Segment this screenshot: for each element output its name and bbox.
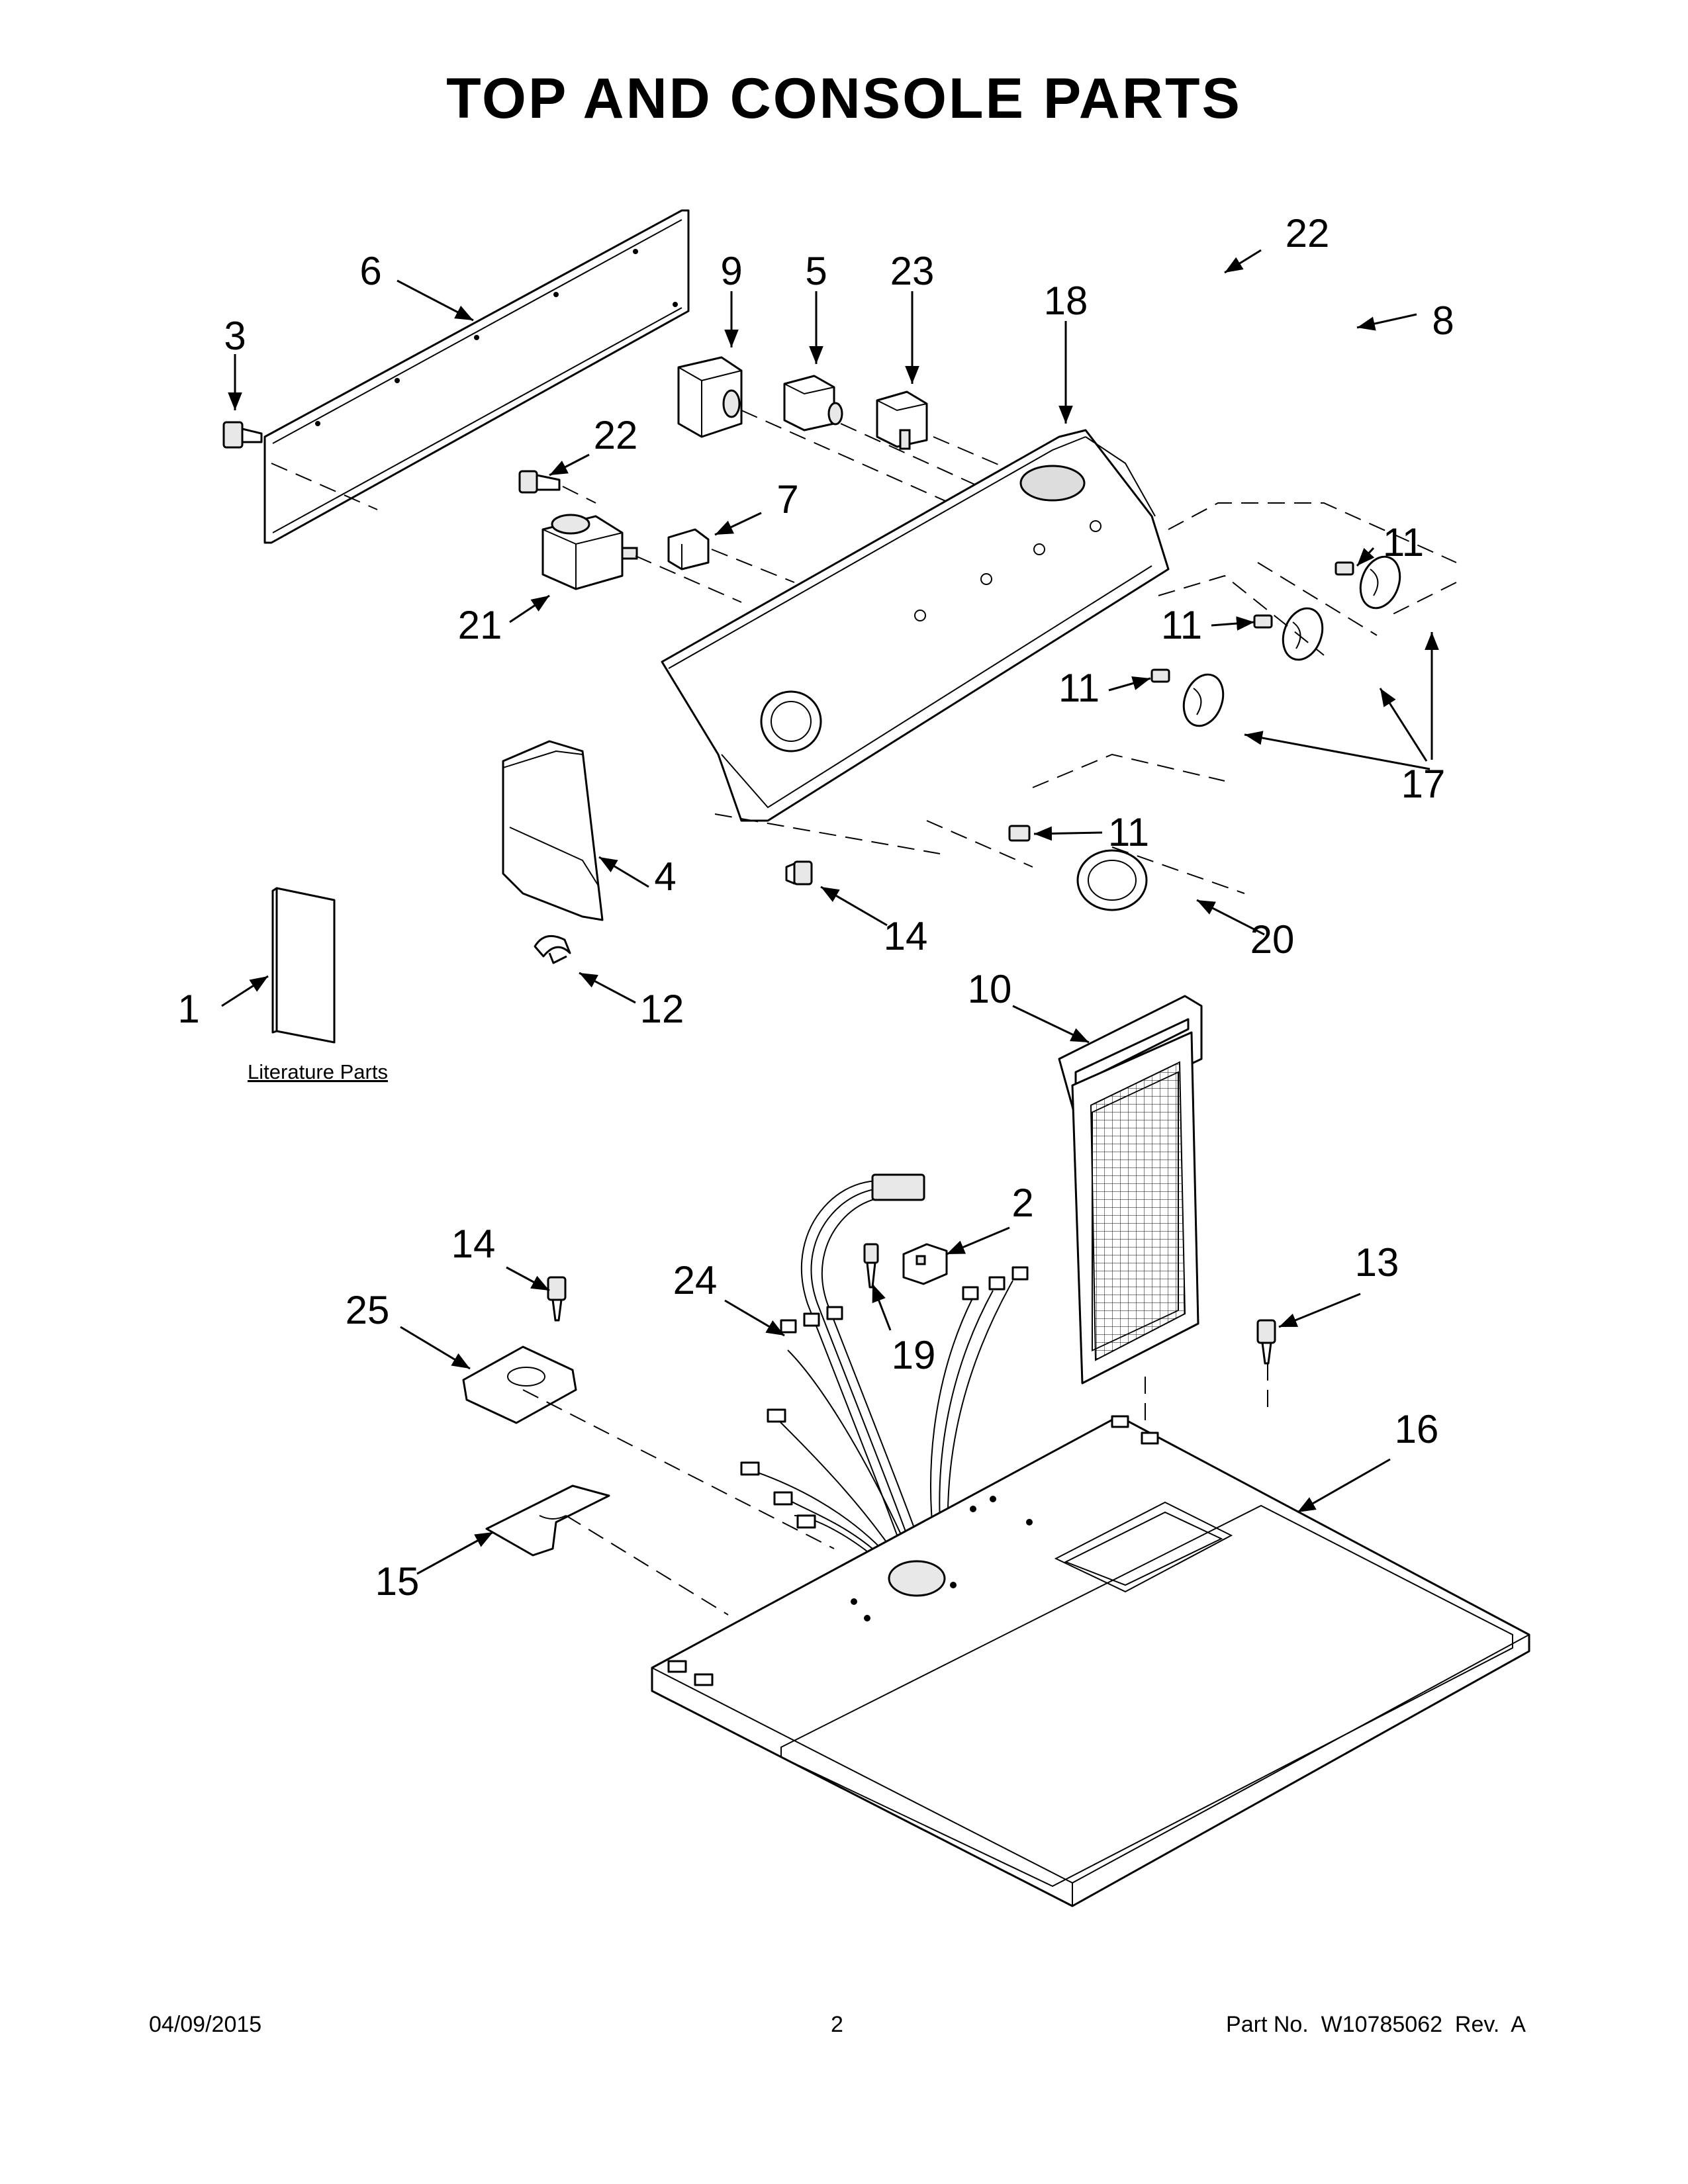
- part-13-screw: [1256, 1319, 1276, 1365]
- part-14-screw-b: [547, 1276, 567, 1322]
- part-22-screw-a: [518, 470, 561, 494]
- callout-22-top: 22: [1286, 211, 1330, 255]
- callout-14-bottom: 14: [451, 1222, 496, 1266]
- part-11-pin-a: [1335, 561, 1354, 576]
- part-9-timer: [677, 356, 743, 438]
- callout-11-bottom: 11: [1108, 810, 1149, 854]
- part-15-bracket: [485, 1484, 610, 1557]
- callout-25: 25: [346, 1288, 390, 1332]
- callout-13: 13: [1355, 1240, 1399, 1285]
- callout-11-low: 11: [1058, 666, 1100, 710]
- part-11-pin-b: [1253, 614, 1273, 629]
- part-20-knob: [1076, 849, 1148, 911]
- part-21-switch: [541, 514, 638, 590]
- callout-18: 18: [1044, 279, 1088, 323]
- callout-3: 3: [224, 314, 246, 358]
- part-1-literature: [271, 887, 336, 1044]
- part-12-clip: [534, 934, 571, 964]
- callout-5: 5: [805, 249, 827, 293]
- part-23-switch: [876, 390, 928, 450]
- callout-2: 2: [1011, 1181, 1033, 1225]
- part-4-end-cap: [502, 740, 604, 921]
- callout-17: 17: [1401, 762, 1446, 806]
- callout-21: 21: [458, 603, 502, 647]
- callout-11-mid: 11: [1161, 603, 1202, 647]
- callout-7: 7: [776, 477, 798, 522]
- footer-date: 04/09/2015: [149, 2012, 262, 2037]
- leader-arrows: [221, 249, 1439, 1575]
- part-3-screw: [222, 421, 263, 449]
- part-16-top-panel: [651, 1415, 1530, 1907]
- page-title: TOP AND CONSOLE PARTS: [446, 67, 1242, 130]
- part-5-switch: [783, 375, 843, 432]
- part-17-knob-b: [1282, 607, 1324, 661]
- callout-14-top: 14: [884, 914, 928, 958]
- callout-6: 6: [359, 249, 381, 293]
- callout-labels: 6 3 9 5 23 18 22 8 22 7 21 11 11 11 11 1…: [177, 211, 1454, 1604]
- callout-16: 16: [1395, 1407, 1439, 1451]
- callout-11-top: 11: [1383, 520, 1424, 565]
- part-14-screw-a: [785, 860, 813, 886]
- part-19-screw: [863, 1243, 879, 1289]
- part-2-bracket: [902, 1243, 948, 1285]
- part-11-pin-c: [1150, 668, 1170, 683]
- callout-8: 8: [1432, 298, 1454, 343]
- callout-9: 9: [720, 249, 742, 293]
- callout-1: 1: [177, 987, 199, 1031]
- callout-19: 19: [892, 1333, 936, 1377]
- part-6-rear-panel: [263, 209, 690, 544]
- part-18-console: [661, 429, 1170, 822]
- callout-24: 24: [673, 1258, 718, 1302]
- callout-23: 23: [890, 249, 935, 293]
- callout-20: 20: [1250, 917, 1295, 962]
- part-17-knob-c: [1182, 673, 1225, 727]
- footer-page-number: 2: [831, 2012, 843, 2037]
- part-17-knob-a: [1359, 555, 1401, 610]
- part-25-bracket: [462, 1345, 577, 1424]
- literature-parts-label: Literature Parts: [248, 1060, 388, 1083]
- callout-15: 15: [375, 1559, 420, 1604]
- part-7-switch: [667, 528, 710, 570]
- callout-12: 12: [640, 987, 684, 1031]
- part-11-pin-d: [1008, 825, 1031, 842]
- callout-10: 10: [968, 967, 1012, 1011]
- footer-part-number: Part No. W10785062 Rev. A: [1226, 2012, 1526, 2037]
- callout-22-left: 22: [594, 413, 638, 457]
- callout-4: 4: [654, 854, 676, 899]
- part-10-lint-screen: [1058, 995, 1203, 1385]
